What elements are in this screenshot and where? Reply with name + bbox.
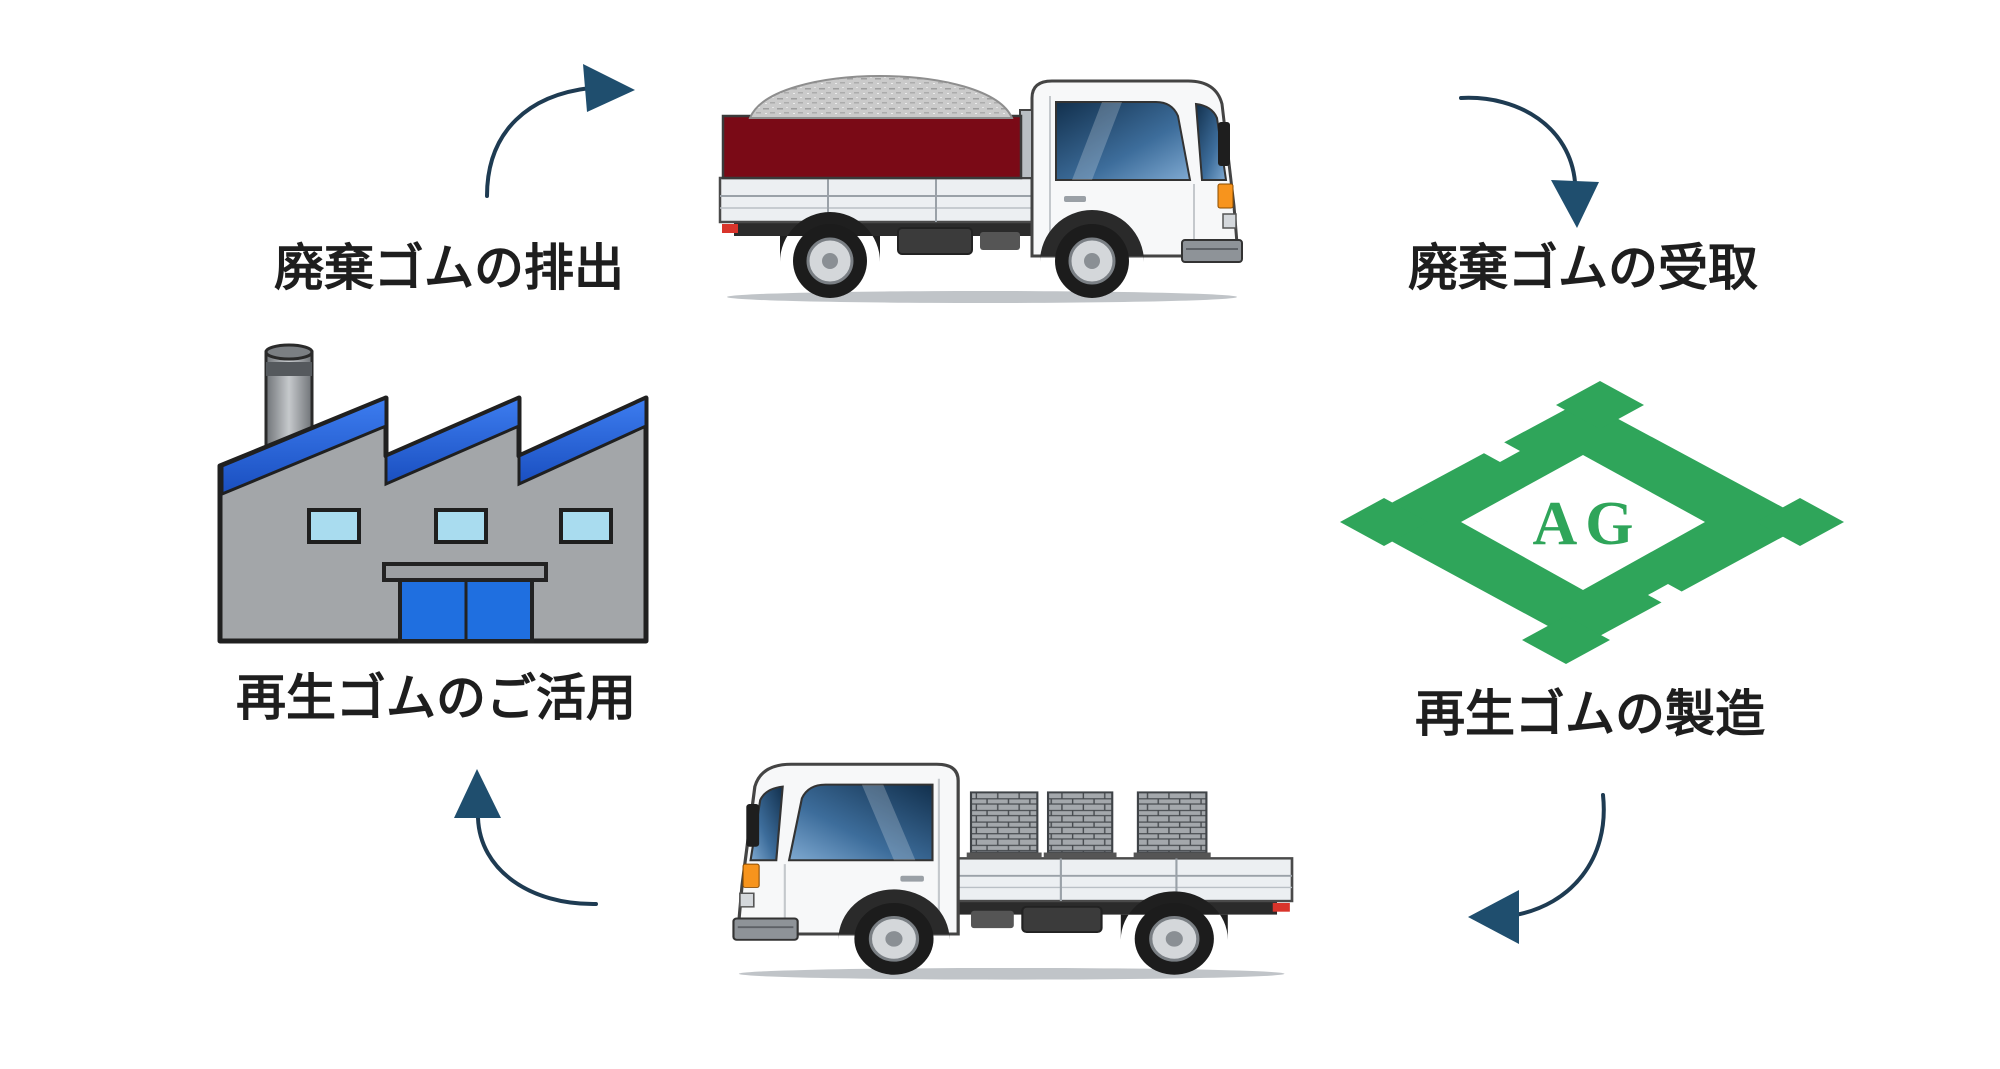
roof-panel — [220, 395, 388, 497]
rubber-block-stack — [1043, 791, 1117, 859]
logo-notch — [1648, 584, 1688, 606]
label-recycled-manufacturing: 再生ゴムの製造 — [1415, 685, 1765, 743]
factory-window — [434, 508, 488, 544]
factory-door — [398, 578, 534, 643]
logo-knob — [1556, 381, 1644, 429]
rubber-block-stack — [966, 791, 1042, 859]
cycle-arrow-icon — [1468, 793, 1606, 944]
roof-panel — [517, 395, 648, 487]
label-recycled-use: 再生ゴムのご活用 — [236, 669, 636, 727]
cycle-arrow-icon — [1459, 95, 1599, 228]
factory-window — [559, 508, 613, 544]
cargo-box — [721, 114, 1023, 180]
logo-text: AG — [1533, 490, 1642, 558]
cycle-arrow-icon — [485, 64, 635, 198]
logo-knob — [1522, 616, 1610, 664]
rubber-block-stack — [1133, 791, 1211, 859]
roof-panel — [384, 395, 521, 487]
chimney — [264, 343, 314, 450]
door-canopy — [382, 562, 548, 582]
recycled-rubber-truck-icon — [731, 762, 1294, 982]
logo-notch — [1480, 440, 1520, 462]
ag-company-logo-icon: AG — [1340, 381, 1844, 664]
cycle-arrow-icon — [454, 769, 598, 907]
label-waste-receipt: 廃棄ゴムの受取 — [1408, 239, 1758, 297]
waste-rubber-truck-icon — [718, 75, 1244, 305]
logo-inner-diamond — [1461, 455, 1705, 590]
factory-window — [307, 508, 361, 544]
logo-knob — [1756, 498, 1844, 546]
waste-rubber-load — [748, 75, 1014, 119]
label-waste-discharge: 廃棄ゴムの排出 — [274, 239, 624, 297]
logo-knob — [1340, 498, 1428, 546]
factory-icon — [217, 343, 649, 644]
